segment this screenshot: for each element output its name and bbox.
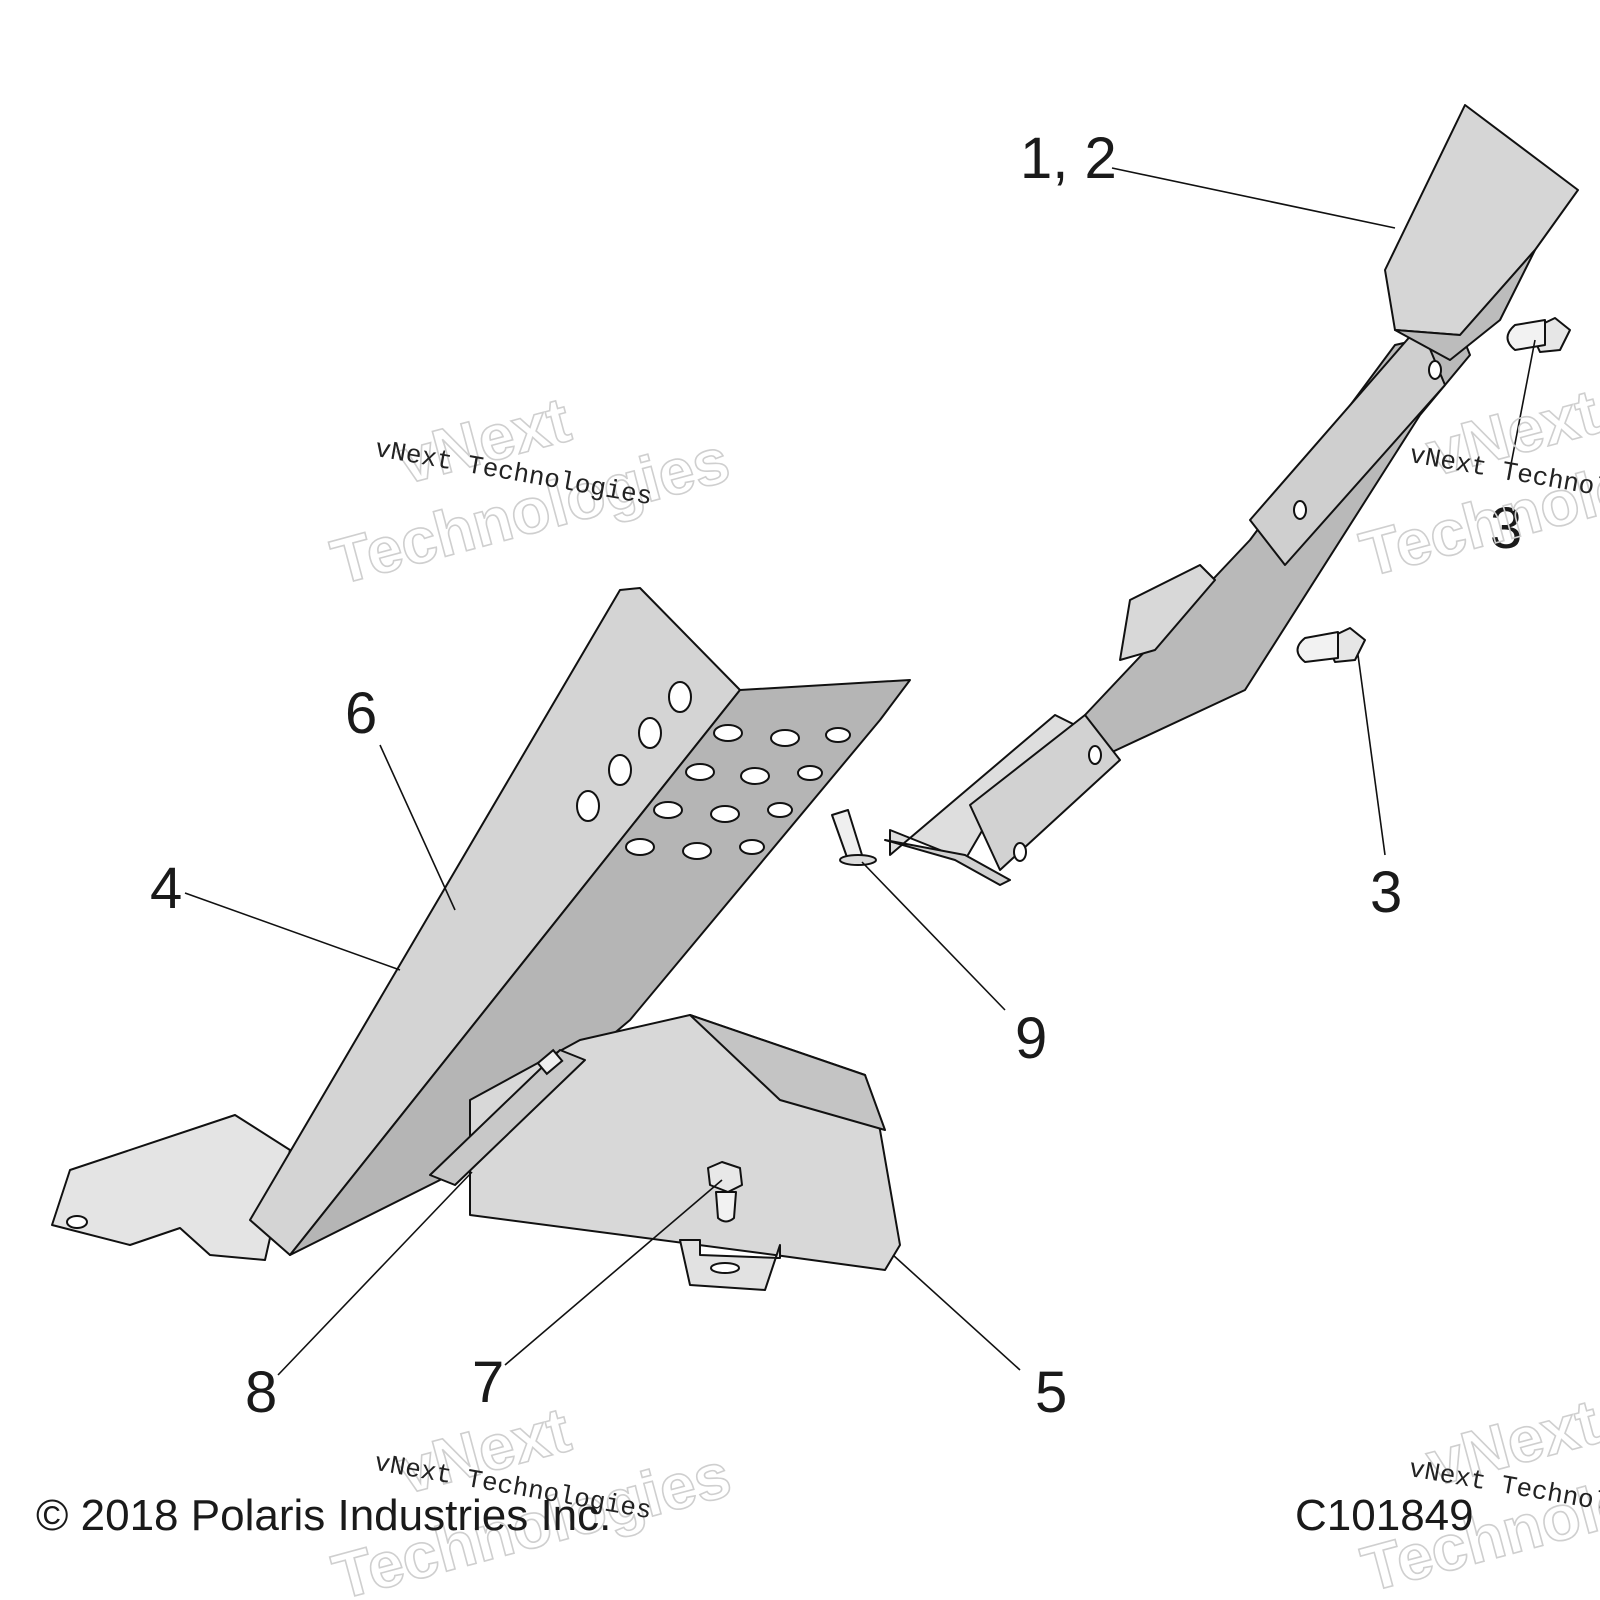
callout-9: 9: [1015, 1006, 1047, 1071]
callout-5: 5: [1035, 1360, 1067, 1425]
shield-6-right-face: [289, 679, 911, 1256]
leader-3b: [1357, 654, 1386, 856]
callout-1-2: 1, 2: [1020, 126, 1117, 191]
fastener-3-lower: [1296, 627, 1366, 663]
copyright-notice: © 2018 Polaris Industries Inc.: [36, 1491, 611, 1540]
leader-7: [504, 1179, 723, 1366]
leader-lines: [184, 167, 1536, 1376]
callout-3-lower: 3: [1370, 860, 1402, 925]
leader-5: [892, 1254, 1021, 1371]
drawing-id: C101849: [1295, 1491, 1474, 1540]
bolt-7: [707, 1161, 743, 1223]
shield-6-foot: [51, 1114, 291, 1261]
callout-3-upper: 3: [1490, 496, 1522, 561]
foot-hole: [66, 1215, 88, 1229]
callout-4: 4: [150, 856, 182, 921]
heat-shield-6: [51, 587, 911, 1261]
bracket-hole: [1428, 360, 1442, 380]
bracket-hole: [1013, 842, 1027, 862]
leader-3a: [1507, 339, 1536, 481]
heat-shield-upper: [884, 104, 1579, 886]
callout-7: 7: [472, 1350, 504, 1415]
leader-8: [277, 1171, 473, 1376]
shield-upper-fold: [1394, 249, 1536, 361]
shield-upper-top-plate: [1384, 104, 1579, 336]
callout-6: 6: [345, 681, 377, 746]
bracket-hole: [1088, 745, 1102, 765]
shield-upper-tab: [1119, 564, 1216, 661]
leader-9: [861, 861, 1006, 1011]
fastener-3-upper: [1506, 317, 1571, 353]
leader-6: [379, 744, 456, 911]
leader-4: [184, 892, 401, 971]
shield-5-fold: [689, 1014, 886, 1131]
push-rivet-9: [831, 809, 877, 866]
shield-upper-lower-bracket: [969, 714, 1121, 871]
bracket-hole: [1293, 500, 1307, 520]
shield-upper-lip: [884, 839, 1011, 886]
heat-shield-5: [429, 1014, 901, 1291]
leader-1-2: [1111, 167, 1396, 229]
edge-strip-8: [429, 1049, 586, 1186]
tab-slot: [710, 1262, 740, 1274]
callout-8: 8: [245, 1360, 277, 1425]
